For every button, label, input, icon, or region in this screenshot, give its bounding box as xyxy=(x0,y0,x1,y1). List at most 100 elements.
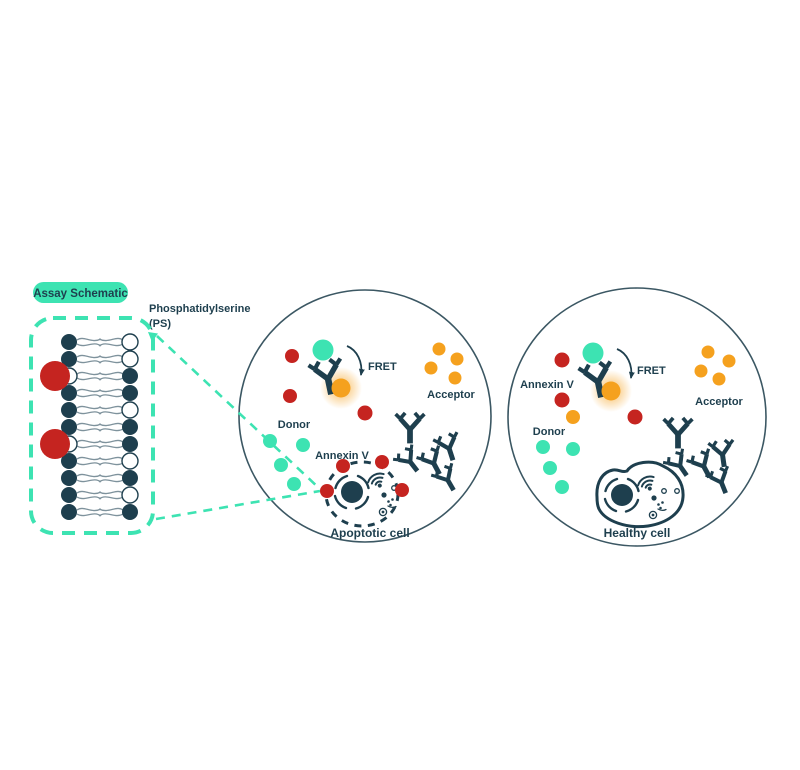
cone-line-top xyxy=(156,335,321,490)
lipid-tail xyxy=(98,473,124,478)
phosphatidylserine-dot xyxy=(40,361,70,391)
lipid-tail xyxy=(98,388,124,393)
acceptor-dot xyxy=(566,410,580,424)
healthy-cell-membrane xyxy=(595,460,685,529)
annexin-dot xyxy=(627,409,643,425)
lipid-tail xyxy=(76,496,102,500)
membrane-bound-annexin-dot xyxy=(320,484,334,498)
acceptor-dot xyxy=(722,354,736,368)
annexin-label: Annexin V xyxy=(520,379,574,391)
donor-dot xyxy=(566,442,580,456)
ps-label-line1: Phosphatidylserine xyxy=(149,303,250,315)
lipid-head xyxy=(61,504,77,520)
acceptor-dot xyxy=(694,364,708,378)
organelle-dot xyxy=(674,488,680,494)
assay-schematic-badge: Assay Schematic xyxy=(33,282,128,303)
apoptotic-panel: FRET Donor Acceptor Annexin V Apoptotic … xyxy=(263,340,476,540)
acceptor-label: Acceptor xyxy=(427,389,475,401)
donor-dot xyxy=(555,480,569,494)
membrane-zoom-box xyxy=(29,316,155,535)
lipid-tail xyxy=(76,343,102,347)
lipid-head xyxy=(121,333,139,351)
healthy-cell xyxy=(595,460,685,529)
lipid-tail xyxy=(98,490,124,495)
lipid-head xyxy=(61,419,77,435)
lipid-tail xyxy=(76,388,102,393)
lipid-tail xyxy=(76,354,102,359)
lipid-tail xyxy=(76,377,102,381)
acceptor-dot xyxy=(712,372,726,386)
annexin-dot xyxy=(554,392,570,408)
annexin-label: Annexin V xyxy=(315,450,369,462)
apoptotic-cell xyxy=(324,460,400,528)
lipid-head xyxy=(61,453,77,469)
lipid-tail xyxy=(98,422,124,427)
lipid-tail xyxy=(76,473,102,478)
lipid-tail xyxy=(76,405,102,410)
fret-label: FRET xyxy=(637,365,666,377)
lipid-tail xyxy=(98,371,124,376)
lipid-head xyxy=(61,402,77,418)
magnifier-cone xyxy=(148,332,321,521)
lipid-tail xyxy=(76,394,102,398)
donor-label: Donor xyxy=(278,419,311,431)
acceptor-dot xyxy=(448,371,462,385)
lipid-head xyxy=(122,385,138,401)
lipid-tail xyxy=(76,507,102,512)
lipid-tail xyxy=(76,456,102,461)
membrane-bound-annexin-dot xyxy=(395,483,409,497)
acceptor-dot xyxy=(450,352,464,366)
phosphatidylserine-dot xyxy=(40,429,70,459)
lipid-tail xyxy=(98,337,124,342)
lipid-tail xyxy=(98,377,124,381)
donor-dot xyxy=(536,440,550,454)
lipid-head xyxy=(61,385,77,401)
ps-label-line2: (PS) xyxy=(149,318,171,330)
lipid-tail xyxy=(76,490,102,495)
annexin-dot xyxy=(554,352,570,368)
lipid-tail xyxy=(98,428,124,432)
lipid-bilayer xyxy=(40,333,139,520)
lipid-tail xyxy=(76,428,102,432)
lipid-tail xyxy=(76,422,102,427)
lipid-head xyxy=(121,486,139,504)
lipid-tail xyxy=(98,439,124,444)
lipid-tail xyxy=(98,405,124,410)
lipid-tail xyxy=(98,394,124,398)
lipid-head xyxy=(61,487,77,503)
lipid-tail xyxy=(98,462,124,466)
lipid-head xyxy=(122,436,138,452)
lipid-tail xyxy=(76,411,102,415)
lipid-tail xyxy=(98,360,124,364)
donor-label: Donor xyxy=(533,426,566,438)
lipid-tail xyxy=(76,462,102,466)
lipid-head xyxy=(61,334,77,350)
lipid-tail xyxy=(98,354,124,359)
healthy-panel: FRET Annexin V Donor Acceptor Healthy ce… xyxy=(520,343,744,540)
donor-dot xyxy=(263,434,277,448)
lipid-tail xyxy=(98,445,124,449)
annexin-dot xyxy=(285,349,299,363)
lipid-tail xyxy=(76,445,102,449)
acceptor-dot xyxy=(424,361,438,375)
membrane-bound-annexin-dot xyxy=(375,455,389,469)
lipid-tail xyxy=(76,479,102,483)
lipid-tail xyxy=(98,411,124,415)
lipid-tail xyxy=(98,496,124,500)
donor-dot xyxy=(274,458,288,472)
lipid-tail xyxy=(98,343,124,347)
lipid-tail xyxy=(98,456,124,461)
annexin-dot xyxy=(283,389,297,403)
acceptor-dot xyxy=(701,345,715,359)
panel-caption: Healthy cell xyxy=(604,526,671,540)
lipid-head xyxy=(121,401,139,419)
acceptor-dot xyxy=(432,342,446,356)
lipid-head xyxy=(121,452,139,470)
lipid-head xyxy=(122,504,138,520)
cone-arrowhead-icon xyxy=(148,332,158,342)
lipid-tail xyxy=(76,337,102,342)
lipid-head xyxy=(61,470,77,486)
badge-label: Assay Schematic xyxy=(33,288,128,300)
